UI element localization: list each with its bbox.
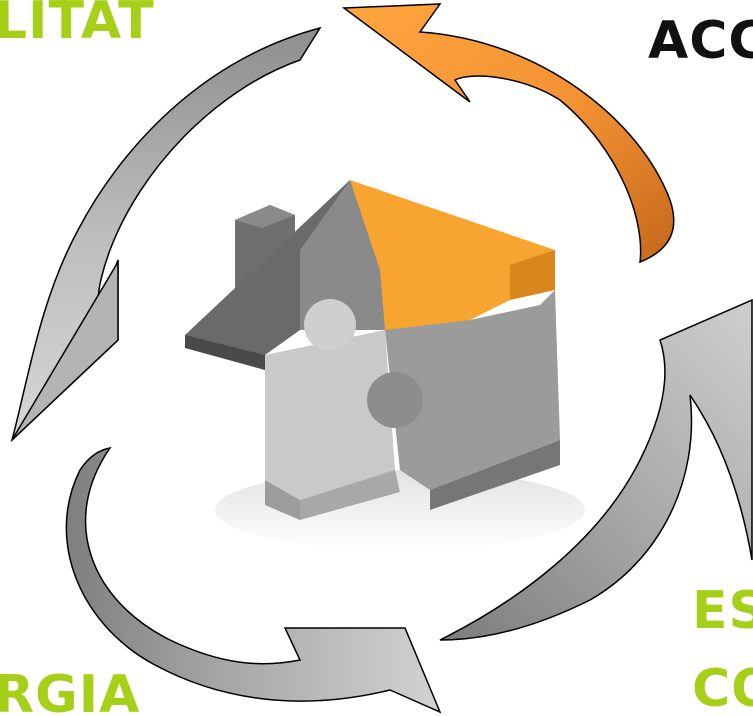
- label-bottom-left: RGIA: [0, 665, 140, 716]
- label-top-right: ACC: [648, 11, 753, 71]
- label-top-left: LITAT: [0, 0, 155, 51]
- arrow-bottom: [65, 446, 442, 714]
- arrow-top-right: [341, 3, 675, 264]
- label-bottom-right-line1: ES: [692, 581, 753, 641]
- label-bottom-right-line2: CO: [692, 659, 753, 716]
- house-puzzle-icon: [185, 180, 585, 550]
- arrow-right: [439, 298, 753, 641]
- arrow-top-left: [10, 26, 322, 443]
